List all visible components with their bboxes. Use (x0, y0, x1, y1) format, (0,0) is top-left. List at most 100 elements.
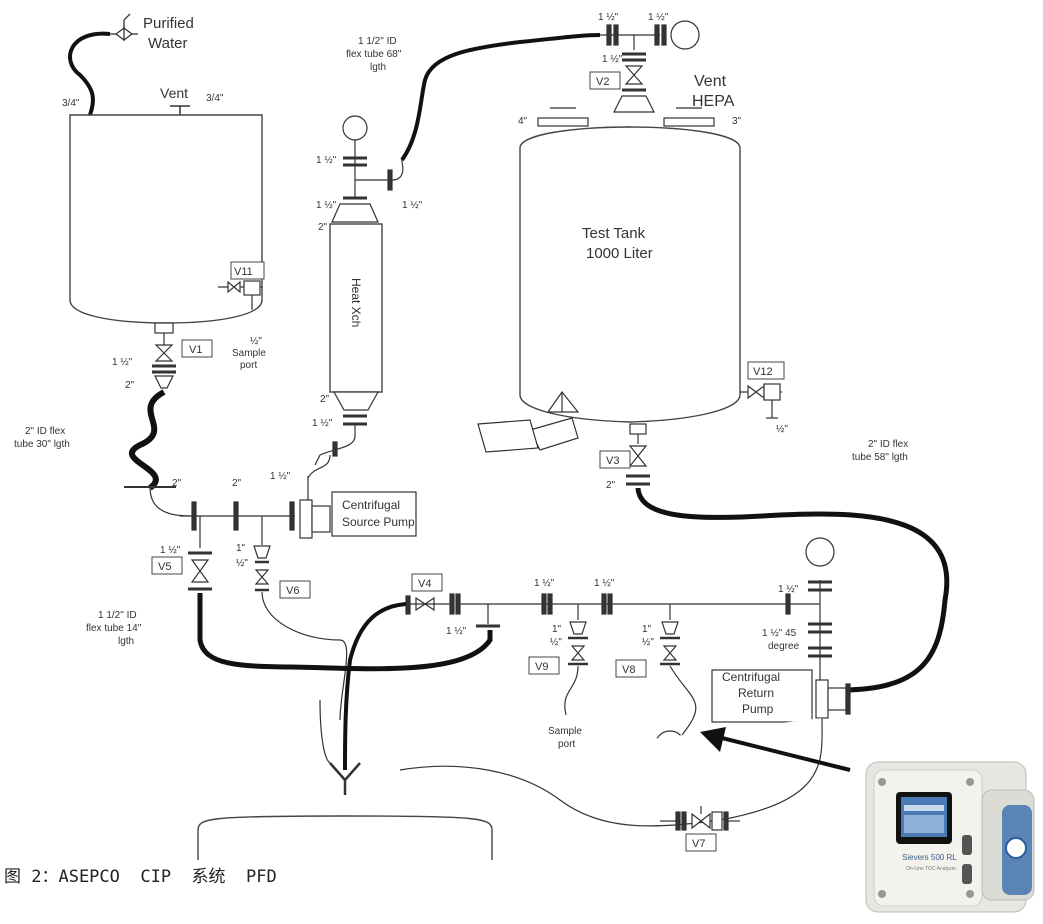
purified-water-label: Purified (143, 15, 194, 32)
v2-tag-box (589, 71, 621, 90)
v9-tag-box (528, 656, 560, 675)
flex-68-label: 1 1/2" ID (358, 36, 397, 47)
flex-58-label: 2" ID flex (868, 439, 908, 450)
return-pump-label-3: Pump (742, 702, 774, 716)
v3-tag-box (599, 450, 631, 469)
v7-tag-box (685, 833, 717, 852)
v1-tag-box (181, 339, 213, 358)
purified-water-valve (110, 13, 138, 42)
v6-size-1: 1" (236, 543, 246, 554)
tank-3-label: 3" (732, 116, 742, 127)
v8-tag-box (615, 659, 647, 678)
v11-tag-box (230, 261, 265, 280)
hx-tee-out: 1 ½" (402, 200, 423, 211)
flex-tube-68 (400, 33, 601, 162)
analyzer-arrow (700, 727, 851, 772)
vent-hepa-label-2: HEPA (692, 93, 735, 110)
purified-water-label-2: Water (148, 35, 187, 52)
analyzer-brand: Sievers 500 RL (902, 853, 957, 862)
degree-label: 1 ½" 45 (762, 628, 797, 639)
flex-30-label-2: tube 30" lgth (14, 439, 70, 450)
return-pump-label: Centrifugal (722, 670, 780, 684)
purified-water-hose (68, 31, 111, 116)
v12-tag: V12 (753, 366, 773, 378)
drain-line-left (319, 699, 331, 764)
v1-tag: V1 (189, 344, 202, 356)
sample-port-label: Sample (232, 348, 266, 359)
source-pump-label: Centrifugal (342, 498, 400, 512)
v1-bottom-size: 2" (125, 380, 135, 391)
v9-tag: V9 (535, 661, 548, 673)
flex-tube-58 (635, 487, 950, 693)
inlet-size-label: 3/4" (62, 98, 80, 109)
v12-tag-box (747, 361, 785, 380)
drain-y (329, 762, 361, 795)
v3-tag: V3 (606, 455, 619, 467)
vent-left-nozzle (170, 105, 190, 115)
degree-label-2: degree (768, 641, 800, 652)
v3-size: 2" (606, 480, 616, 491)
flex-14-label: 1 1/2" ID (98, 610, 137, 621)
flex-68-label-3: lgth (370, 62, 386, 73)
return-size-a: 1 ½" (534, 578, 555, 589)
v2-size-a: 1 ½" (598, 12, 619, 23)
v11-size: ½" (250, 336, 262, 347)
v11-tag: V11 (234, 266, 253, 278)
left-tank (69, 114, 263, 324)
hx-bottom-fitting (314, 391, 380, 466)
header-size-b: 2" (232, 478, 242, 489)
v6-size-2: ½" (236, 558, 248, 569)
toc-analyzer: Sievers 500 RL On-Line TOC Analyzer (865, 761, 1035, 913)
v4-valve (405, 593, 461, 615)
v12-valve (740, 383, 782, 419)
sample-port-b-label-2: port (558, 739, 575, 750)
hx-gauge (331, 115, 404, 223)
v5-tag: V5 (158, 561, 171, 573)
flex-68-label-2: flex tube 68" (346, 49, 402, 60)
v11-valve (218, 280, 262, 310)
drain-tank (197, 815, 493, 860)
test-tank-label: Test Tank (582, 225, 646, 242)
hx-tee-size: 1 ½" (316, 200, 337, 211)
v2-tag: V2 (596, 76, 609, 88)
test-tank-label-2: 1000 Liter (586, 245, 653, 262)
flex-14-label-2: flex tube 14" (86, 623, 142, 634)
return-size-b: 1 ½" (594, 578, 615, 589)
v4-tag: V4 (418, 578, 431, 590)
v3-valve (626, 423, 650, 486)
vent-hepa-label: Vent (694, 73, 727, 90)
v4-tag-box (411, 573, 443, 592)
test-tank (519, 126, 741, 423)
hx-gauge-size: 1 ½" (316, 155, 337, 166)
v2-assembly (600, 20, 700, 113)
v6-tag-box (279, 580, 311, 599)
v6-tag: V6 (286, 585, 299, 597)
tank-4-label: 4" (518, 116, 528, 127)
source-header-pipe (124, 486, 295, 548)
v9-size-1: 1" (552, 624, 562, 635)
hx-bottom-15: 1 ½" (312, 418, 333, 429)
header-size-a: 2" (172, 478, 182, 489)
return-pump-label-2: Return (738, 686, 774, 700)
v5-size: 1 ½" (160, 545, 181, 556)
figure-caption: 图 2：ASEPCO CIP 系统 PFD (4, 867, 277, 887)
vent-left-size: 3/4" (206, 93, 224, 104)
v9-size-2: ½" (550, 637, 562, 648)
v5-valve (188, 551, 212, 591)
v6-valve (253, 545, 348, 721)
flex-tube-14 (197, 593, 493, 672)
hx-bottom-2: 2" (320, 394, 330, 405)
v8-tag: V8 (622, 664, 635, 676)
v4-hose (343, 602, 407, 771)
analyzer-sub: On-Line TOC Analyzer (906, 866, 956, 872)
v9-valve (564, 604, 588, 716)
v1-top-size: 1 ½" (112, 357, 133, 368)
v4-out-size: 1 ½" (446, 626, 467, 637)
v7-tag: V7 (692, 838, 705, 850)
return-size-c: 1 ½" (778, 584, 799, 595)
v8-size-1: 1" (642, 624, 652, 635)
flex-58-label-2: tube 58" lgth (852, 452, 908, 463)
v2-size-c: 1 ½" (602, 54, 623, 65)
flex-30-label: 2" ID flex (25, 426, 65, 437)
hx-label: Heat Xch (349, 278, 363, 327)
